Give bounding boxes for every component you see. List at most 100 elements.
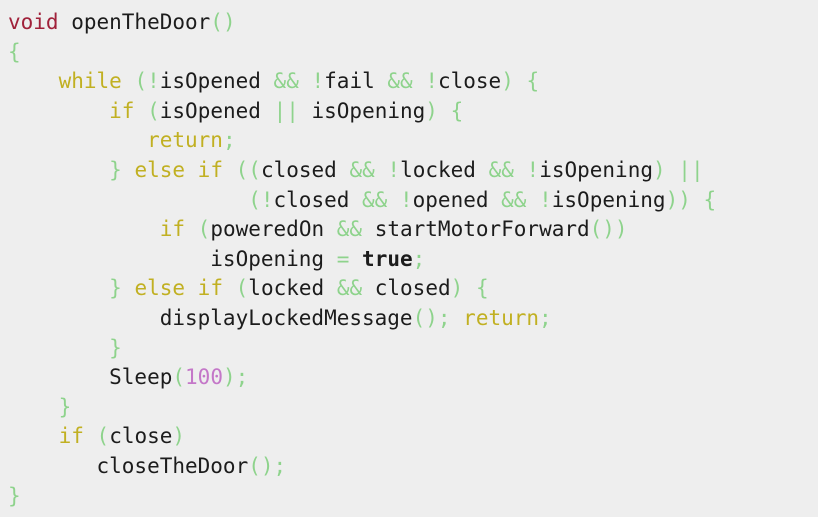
code-line: void openTheDoor() xyxy=(8,8,236,38)
code-token-text xyxy=(666,158,679,182)
code-token-text: isOpening xyxy=(539,158,653,182)
code-token-text: isOpening xyxy=(551,187,666,212)
code-line: if (poweredOn && startMotorForward()) xyxy=(8,215,628,245)
code-line: { xyxy=(8,38,21,68)
code-token-text: isOpening xyxy=(8,246,337,271)
code-token-text xyxy=(463,276,476,300)
code-token-text: startMotorForward xyxy=(362,217,590,242)
code-token-text xyxy=(691,188,704,212)
code-token-punctuation: } xyxy=(58,394,72,419)
code-line: return; xyxy=(8,126,236,156)
code-token-punctuation: || xyxy=(273,98,299,123)
code-token-punctuation: ! xyxy=(311,69,325,94)
code-token-text: isOpened xyxy=(159,98,274,123)
code-token-text: isOpening xyxy=(298,98,426,123)
code-token-number: 100 xyxy=(185,365,223,390)
code-token-text xyxy=(349,247,362,271)
code-token-punctuation: && xyxy=(273,69,299,94)
code-token-punctuation: ; xyxy=(539,306,552,330)
code-token-punctuation: ( xyxy=(197,217,211,242)
code-token-text: closed xyxy=(260,158,350,182)
code-line: (!closed && !opened && !isOpening)) { xyxy=(8,186,716,216)
code-token-keyword: else if xyxy=(134,158,223,182)
code-token-keyword: else if xyxy=(134,276,223,301)
code-token-text xyxy=(387,188,400,212)
code-token-text xyxy=(526,188,539,212)
code-token-text: openTheDoor xyxy=(58,10,211,34)
code-token-text xyxy=(122,276,135,300)
code-token-punctuation: (( xyxy=(235,158,261,182)
code-token-text xyxy=(8,217,160,241)
code-token-punctuation: (); xyxy=(412,306,451,330)
code-line: while (!isOpened && !fail && !close) { xyxy=(8,67,540,97)
code-token-punctuation: ) xyxy=(172,424,186,449)
code-token-punctuation: && xyxy=(488,158,514,182)
code-token-punctuation: && xyxy=(387,69,413,94)
code-token-punctuation: } xyxy=(109,158,122,182)
code-token-text xyxy=(375,158,388,182)
code-token-punctuation: ) xyxy=(425,98,438,123)
code-line: } xyxy=(8,334,122,364)
code-token-keyword: while xyxy=(58,69,122,94)
code-token-punctuation: && xyxy=(501,187,527,212)
code-token-type: void xyxy=(8,10,59,34)
code-token-punctuation: ); xyxy=(222,365,249,390)
code-token-punctuation: ( xyxy=(96,424,110,449)
code-token-punctuation: { xyxy=(450,98,464,123)
code-token-boolean-literal: true xyxy=(362,246,413,271)
code-token-punctuation: && xyxy=(362,187,388,212)
code-line: } else if ((closed && !locked && !isOpen… xyxy=(8,156,704,186)
code-token-text xyxy=(514,158,527,182)
code-token-text xyxy=(8,69,59,93)
code-token-punctuation: { xyxy=(526,69,540,94)
code-token-punctuation: () xyxy=(210,10,236,34)
code-line: Sleep(100); xyxy=(8,363,248,393)
code-token-punctuation: && xyxy=(349,158,375,182)
code-token-text xyxy=(8,99,109,123)
code-token-punctuation: ) xyxy=(652,158,666,182)
code-token-text xyxy=(84,424,97,448)
code-token-punctuation: } xyxy=(109,276,122,301)
code-token-text xyxy=(8,424,59,448)
code-line: } xyxy=(8,393,72,423)
code-line: } else if (locked && closed) { xyxy=(8,274,489,304)
code-token-text xyxy=(451,306,464,330)
code-token-text xyxy=(223,158,236,182)
code-token-punctuation: || xyxy=(678,158,704,182)
code-token-text xyxy=(8,336,109,360)
code-token-punctuation: && xyxy=(336,276,363,301)
code-token-punctuation: ! xyxy=(387,158,401,182)
code-token-punctuation: ()) xyxy=(589,217,628,242)
code-token-text xyxy=(223,276,236,300)
code-token-punctuation: = xyxy=(336,246,350,271)
code-token-punctuation: ( xyxy=(172,365,186,390)
code-token-punctuation: { xyxy=(475,276,489,301)
code-token-text xyxy=(8,276,109,300)
code-token-text: close xyxy=(109,424,173,449)
code-token-keyword: if xyxy=(58,424,84,449)
code-token-punctuation: (! xyxy=(248,187,274,212)
code-token-text xyxy=(185,217,198,241)
code-token-text: closed xyxy=(273,187,363,212)
code-token-punctuation: ( xyxy=(147,98,160,123)
code-token-text xyxy=(514,69,527,93)
code-token-punctuation: (); xyxy=(248,454,287,478)
code-line: } xyxy=(8,482,21,512)
code-token-text: opened xyxy=(412,187,502,212)
code-token-text: isOpened xyxy=(159,69,274,94)
code-token-text xyxy=(8,128,147,152)
code-token-text xyxy=(122,158,135,182)
code-token-text xyxy=(413,69,426,93)
code-token-punctuation: ( xyxy=(235,276,249,301)
code-token-text: locked xyxy=(400,158,489,182)
code-line: if (isOpened || isOpening) { xyxy=(8,97,463,127)
code-token-punctuation: ) xyxy=(450,276,464,301)
code-token-text: closeTheDoor xyxy=(8,454,249,478)
code-token-text: poweredOn xyxy=(210,217,337,242)
code-token-text: closed xyxy=(362,276,451,301)
code-line: closeTheDoor(); xyxy=(8,452,287,482)
code-token-keyword: return xyxy=(147,128,223,153)
code-token-punctuation: )) xyxy=(665,187,691,212)
code-line: if (close) xyxy=(8,422,185,452)
